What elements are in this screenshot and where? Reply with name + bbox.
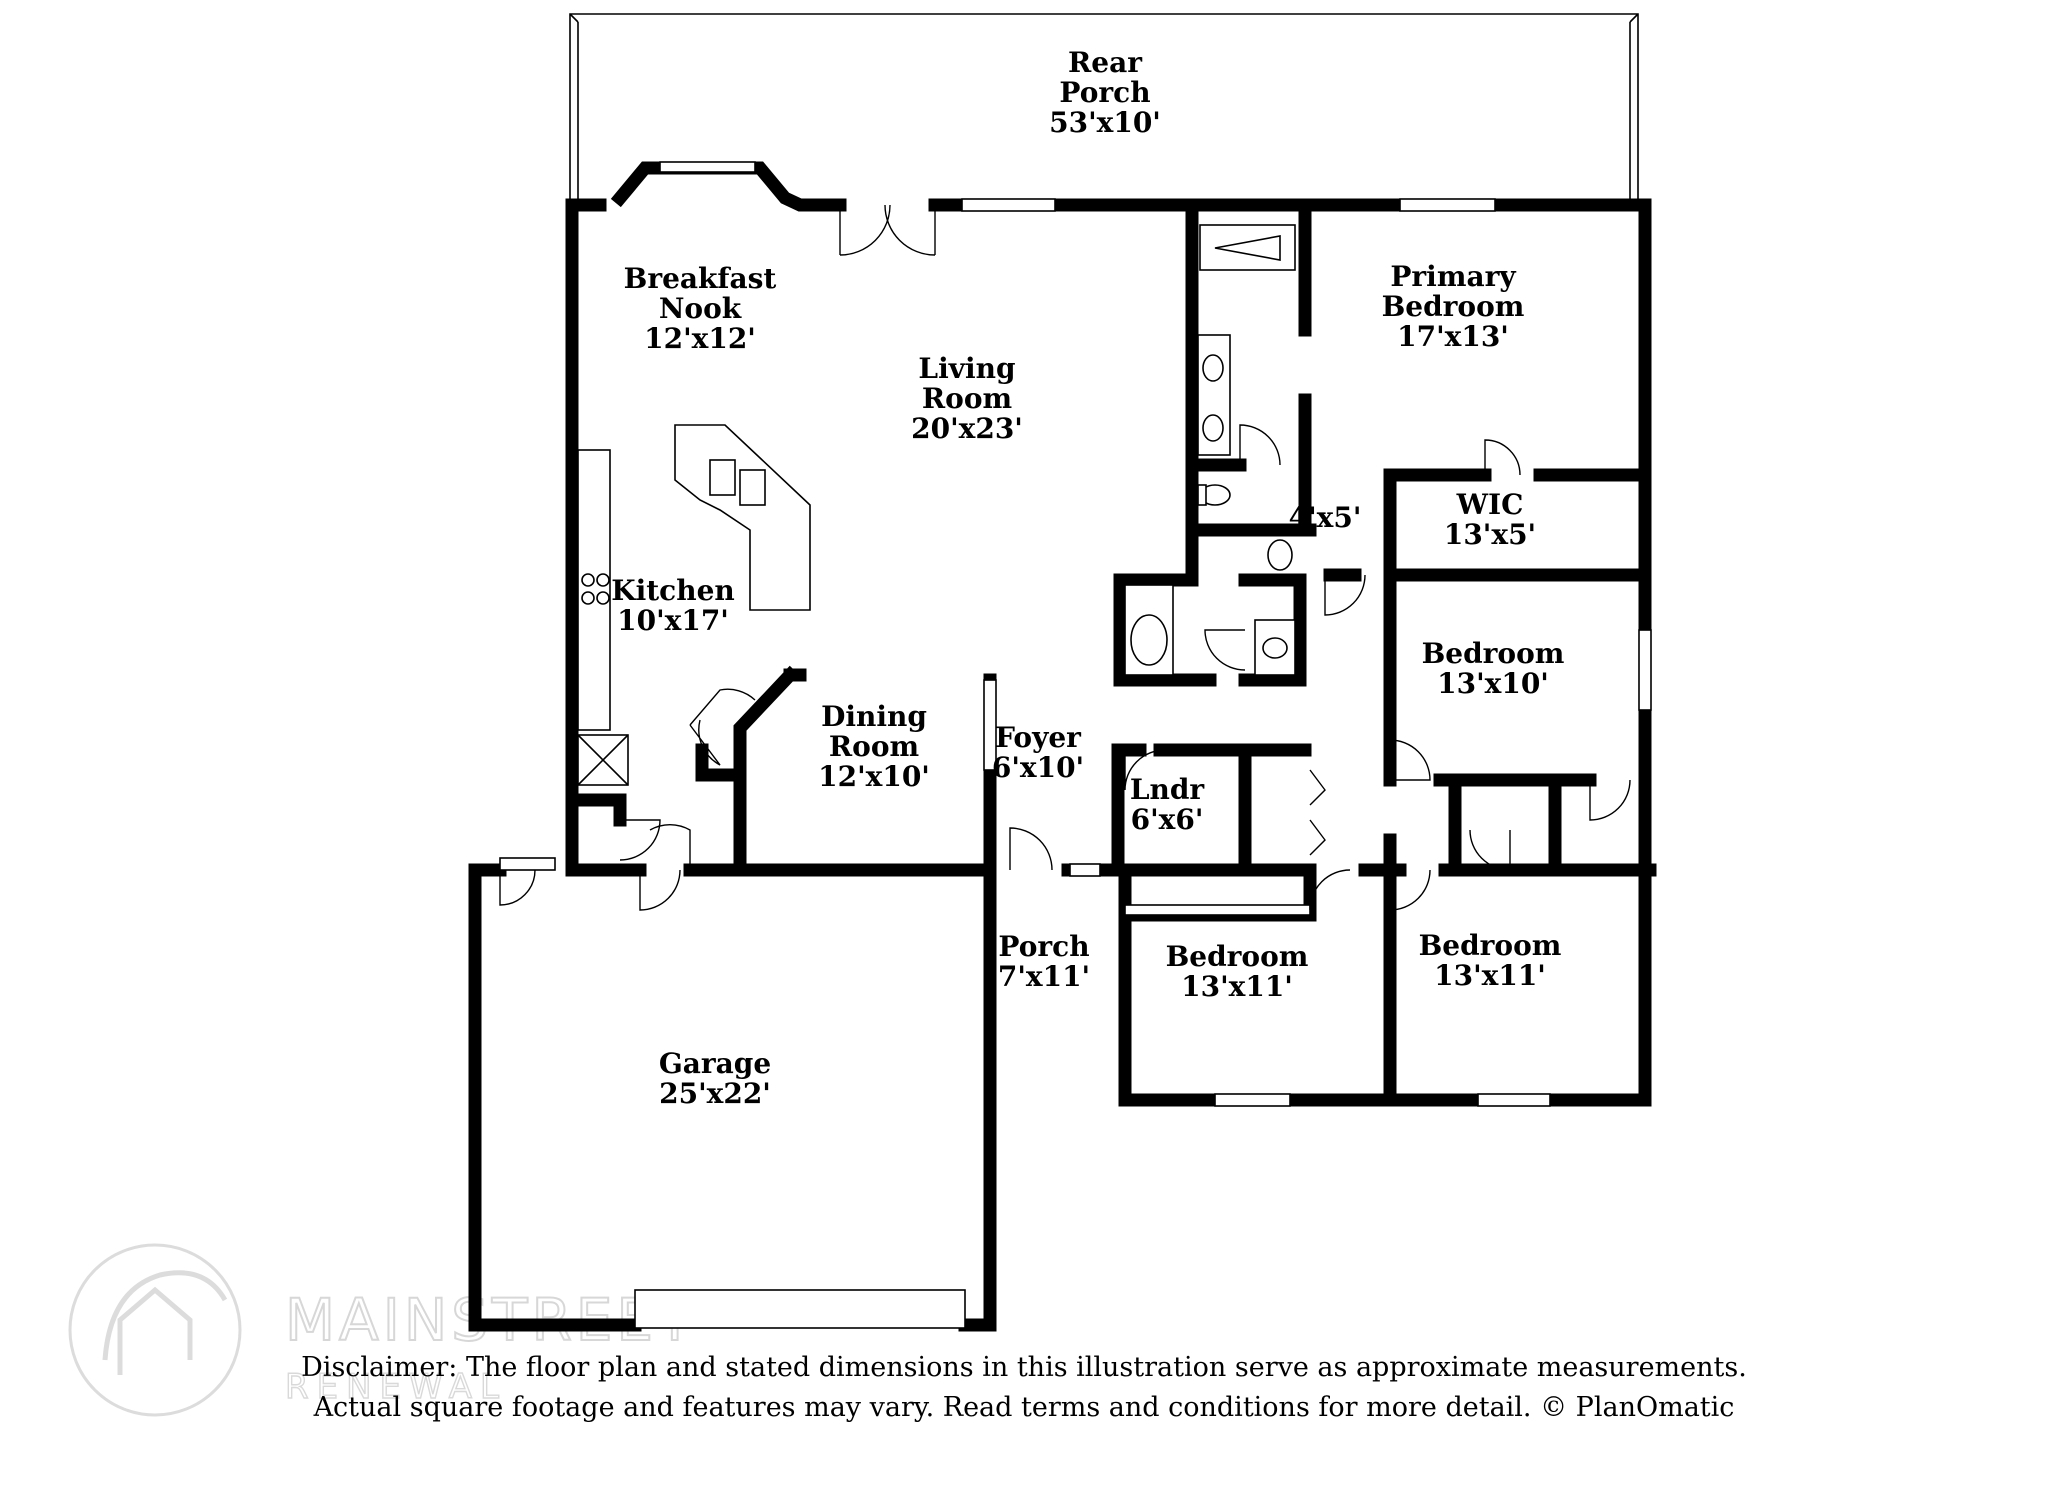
room-label-line: Bedroom — [1166, 940, 1309, 973]
room-label-line: 17'x13' — [1397, 320, 1509, 353]
disclaimer-line-2: Actual square footage and features may v… — [313, 1392, 1735, 1423]
room-label-line: 12'x10' — [818, 760, 930, 793]
doors — [499, 204, 1631, 911]
room-label-line: Living — [918, 352, 1015, 385]
room-label-line: 7'x11' — [998, 960, 1090, 993]
windows — [499, 161, 1652, 1329]
room-label-line: Foyer — [995, 721, 1082, 754]
walls — [468, 161, 1657, 1332]
room-label-line: 13'x5' — [1444, 518, 1536, 551]
room-label-line: 20'x23' — [911, 412, 1023, 445]
room-label-line: Rear — [1068, 46, 1143, 79]
room-label-line: Bedroom — [1382, 290, 1525, 323]
room-label-line: 12'x12' — [644, 322, 756, 355]
room-label-line: Nook — [659, 292, 742, 325]
room-label-line: 13'x11' — [1434, 959, 1546, 992]
room-label-line: Garage — [659, 1047, 771, 1080]
room-label-line: 53'x10' — [1049, 106, 1161, 139]
room-label-line: Dining — [821, 700, 927, 733]
room-label-line: 6'x6' — [1131, 803, 1204, 836]
room-label-line: 10'x17' — [617, 604, 729, 637]
room-label-line: 4'x5' — [1289, 501, 1362, 534]
disclaimer-line-1: Disclaimer: The floor plan and stated di… — [301, 1352, 1747, 1383]
room-label-line: Lndr — [1130, 773, 1206, 806]
room-label-line: Breakfast — [624, 262, 777, 295]
room-label-line: Porch — [1059, 76, 1150, 109]
fixtures — [577, 224, 1296, 786]
room-label-line: Bedroom — [1419, 929, 1562, 962]
room-label-line: Primary — [1390, 260, 1516, 293]
room-label-line: 13'x11' — [1181, 970, 1293, 1003]
room-label-line: Bedroom — [1422, 637, 1565, 670]
room-label-line: Porch — [998, 930, 1089, 963]
rear-porch-outline — [569, 13, 1639, 205]
room-label-line: Room — [829, 730, 919, 763]
room-label-line: 13'x10' — [1437, 667, 1549, 700]
room-label-line: WIC — [1456, 488, 1524, 521]
room-label-closet-4x5: 4'x5' — [1289, 501, 1362, 534]
watermark-sub: RENEWAL — [285, 1367, 507, 1407]
room-label-line: 6'x10' — [992, 751, 1084, 784]
room-label-line: Kitchen — [611, 574, 734, 607]
room-label-line: Room — [922, 382, 1012, 415]
room-label-line: 25'x22' — [659, 1077, 771, 1110]
